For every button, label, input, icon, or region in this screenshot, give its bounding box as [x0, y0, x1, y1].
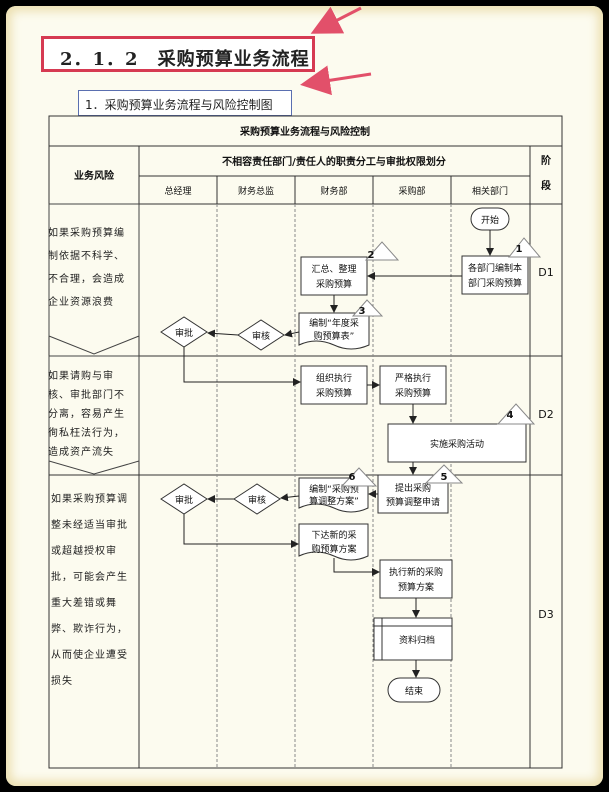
- risk-point-markers: [340, 237, 542, 487]
- node-organize-budget: [300, 365, 368, 405]
- flowchart: 采购预算业务流程与风险控制 业务风险 不相容责任部门/责任人的职责分工与审批权限…: [48, 6, 563, 769]
- header-business-risk: 业务风险: [74, 169, 115, 182]
- node-execute-line1: 严格执行: [395, 372, 431, 384]
- node-submit-line2: 预算调整申请: [386, 496, 440, 508]
- risk-marker-1: 1: [516, 244, 523, 255]
- node-new-plan-line2: 购预算方案: [311, 543, 356, 555]
- node-review-1-label: 审核: [252, 330, 270, 342]
- document-page: 2．1．2 采购预算业务流程 1．采购预算业务流程与风险控制图: [6, 6, 603, 786]
- node-dept-prepare-line1: 各部门编制本: [468, 262, 522, 274]
- node-approve-1-label: 审批: [175, 327, 193, 339]
- section-title: 2．1．2 采购预算业务流程: [60, 49, 310, 70]
- red-arrow-bottom: [300, 65, 372, 96]
- lane-finance-director: 财务总监: [238, 185, 274, 197]
- header-stage-line2: 段: [541, 179, 551, 192]
- node-implement-label: 实施采购活动: [430, 438, 484, 450]
- risk-text-d2: 如果请购与审核、审批部门不分离，容易产生徇私枉法行为，造成资产流失: [48, 371, 125, 458]
- node-execute-budget: [379, 365, 447, 405]
- node-implement-procurement: [387, 423, 527, 463]
- header-stage-line1: 阶: [541, 154, 552, 167]
- stage-d3: D3: [538, 608, 553, 621]
- start-label: 开始: [481, 214, 499, 226]
- node-summarize-line2: 采购预算: [316, 278, 352, 290]
- risk-pointers: [48, 203, 140, 475]
- node-review-2: [233, 483, 281, 515]
- lane-general-manager: 总经理: [164, 185, 191, 197]
- risk-marker-6: 6: [349, 472, 356, 483]
- node-approve-2-label: 审批: [175, 494, 193, 506]
- table-title: 采购预算业务流程与风险控制: [239, 125, 370, 138]
- subsection-title: 1．采购预算业务流程与风险控制图: [85, 98, 273, 112]
- red-arrow-top: [310, 6, 362, 34]
- node-archive: [373, 617, 453, 661]
- lane-purchasing-dept: 采购部: [398, 185, 425, 197]
- stage-d2: D2: [538, 408, 553, 421]
- section-title-box: 2．1．2 采购预算业务流程: [41, 36, 315, 72]
- risk-marker-5: 5: [441, 472, 448, 483]
- node-review-finance-director: [237, 319, 285, 351]
- lane-finance-dept: 财务部: [320, 185, 347, 197]
- risk-marker-3: 3: [359, 306, 366, 317]
- node-new-plan-doc: [298, 523, 369, 561]
- risk-marker-2: 2: [368, 250, 375, 261]
- node-annual-budget-doc: [298, 312, 370, 350]
- node-summarize-line1: 汇总、整理: [311, 263, 356, 275]
- node-execute-line2: 采购预算: [395, 387, 431, 399]
- node-annual-doc-line1: 编制“年度采: [309, 317, 359, 329]
- risk-text-d1: 如果采购预算编制依据不科学、不合理，会造成企业资源浪费: [48, 228, 125, 308]
- node-annual-doc-line2: 购预算表”: [314, 330, 355, 342]
- node-dept-prepare-budget: [461, 255, 529, 295]
- end-terminal: [387, 677, 441, 703]
- node-new-plan-line1: 下达新的采: [311, 529, 356, 541]
- node-summarize-budget: [300, 256, 368, 296]
- node-submit-line1: 提出采购: [395, 482, 431, 494]
- node-exec-new-line2: 预算方案: [398, 581, 434, 593]
- node-review-2-label: 审核: [248, 494, 266, 506]
- node-organize-line1: 组织执行: [316, 372, 352, 384]
- node-exec-new-line1: 执行新的采购: [389, 566, 443, 578]
- risk-text-d3: 如果采购预算调整未经适当审批或超越授权审批，可能会产生重大差错或舞弊、欺诈行为，…: [51, 494, 128, 687]
- risk-marker-4: 4: [507, 410, 514, 421]
- end-label: 结束: [405, 685, 423, 697]
- node-archive-label: 资料归档: [399, 634, 435, 646]
- stage-d1: D1: [538, 266, 553, 279]
- red-annotation-arrows: [300, 6, 372, 96]
- node-approve-gm-1: [160, 316, 208, 348]
- node-dept-prepare-line2: 部门采购预算: [468, 277, 522, 289]
- node-adjust-doc-line2: 算调整方案”: [309, 495, 359, 507]
- header-duties: 不相容责任部门/责任人的职责分工与审批权限划分: [222, 155, 446, 168]
- node-organize-line2: 采购预算: [316, 387, 352, 399]
- lane-related-dept: 相关部门: [472, 185, 508, 197]
